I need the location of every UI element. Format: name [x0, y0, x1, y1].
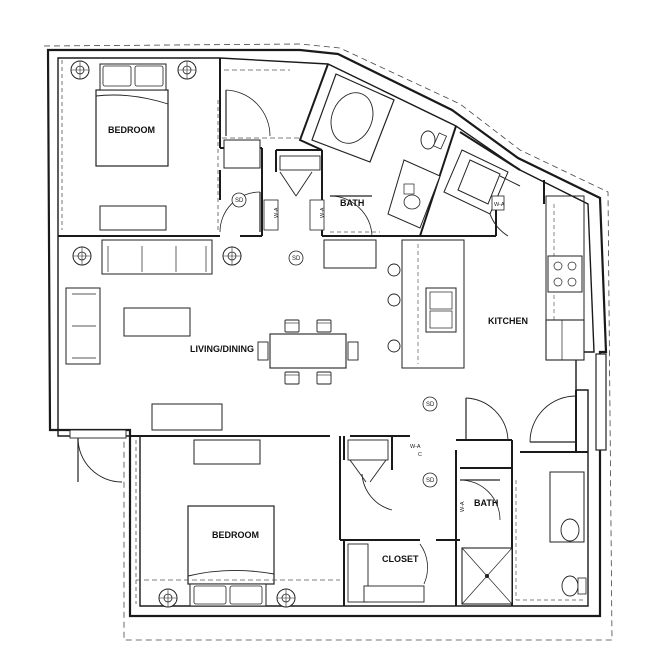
sofa [101, 239, 213, 275]
washer-dryer-hall: W-A C [410, 444, 422, 458]
dresser [193, 439, 261, 465]
hall-door [465, 397, 509, 441]
sd-icon: SD [231, 192, 247, 208]
toilet [420, 130, 436, 150]
stool-icon [387, 293, 401, 307]
chair-icon [284, 371, 300, 385]
lamp-icon [158, 588, 178, 608]
living-dining: LIVING/DINING [65, 239, 377, 431]
toilet [561, 575, 579, 597]
bedroom-bottom-label: BEDROOM [212, 530, 259, 540]
tv-console [151, 403, 223, 431]
entry-door [529, 353, 607, 451]
svg-text:SD: SD [235, 198, 244, 204]
washer-dryer-top: W-A W-A [263, 199, 326, 231]
bottom-bedroom: BEDROOM [135, 439, 340, 608]
lamp-icon [72, 246, 92, 266]
range [547, 255, 583, 293]
sideboard [323, 239, 377, 269]
stool-icon [387, 263, 401, 277]
lamp-icon [70, 60, 90, 80]
closet-label: CLOSET [382, 554, 419, 564]
kitchen-pantry [443, 149, 521, 237]
bed [187, 505, 275, 585]
dining-table [269, 333, 347, 369]
sink [560, 518, 580, 542]
svg-text:W-A: W-A [274, 207, 280, 218]
bottom-bath: BATH [459, 471, 587, 605]
living-dining-label: LIVING/DINING [190, 344, 254, 354]
top-bedroom: BEDROOM [61, 60, 219, 231]
bath-top-label: BATH [340, 198, 364, 208]
chair-icon [284, 319, 300, 333]
bed [95, 89, 169, 167]
hall-closet-bottom [347, 439, 393, 511]
dresser [99, 205, 167, 231]
svg-text:SD: SD [426, 478, 435, 484]
sd-icon: SD [288, 250, 304, 266]
svg-text:W-A: W-A [410, 444, 421, 450]
hall-closet-top [279, 155, 321, 197]
svg-text:SD: SD [426, 402, 435, 408]
lamp-icon [276, 588, 296, 608]
top-bedroom-door [219, 191, 261, 233]
sd-icon: SD [422, 472, 438, 488]
kitchen-label: KITCHEN [488, 316, 528, 326]
bedroom-top-label: BEDROOM [108, 125, 155, 135]
washer-dryer-kitchen: W-A [494, 202, 505, 208]
sd-icon: SD [422, 396, 438, 412]
lamp-icon [222, 246, 242, 266]
svg-text:C: C [418, 452, 422, 458]
svg-text:SD: SD [292, 256, 301, 262]
coffee-table [123, 307, 191, 337]
lamp-icon [177, 60, 197, 80]
chair-icon [316, 319, 332, 333]
balcony-outline [43, 43, 613, 641]
refrigerator [545, 319, 585, 361]
top-bath: BATH [311, 73, 448, 237]
svg-text:W-A: W-A [494, 202, 505, 208]
exterior-walls [46, 48, 608, 618]
svg-text:W-A: W-A [320, 207, 326, 218]
chair-icon [316, 371, 332, 385]
balcony-door [69, 429, 127, 483]
top-bedroom-closet [222, 69, 300, 169]
stool-icon [387, 339, 401, 353]
svg-text:W-A: W-A [460, 501, 466, 512]
bath-bottom-label: BATH [474, 498, 498, 508]
bottom-closet: CLOSET [347, 543, 428, 603]
exterior-walls-inner [57, 57, 595, 607]
kitchen: KITCHEN [387, 195, 585, 369]
sink [425, 287, 457, 333]
washer-dryer-bath: W-A [460, 501, 466, 512]
